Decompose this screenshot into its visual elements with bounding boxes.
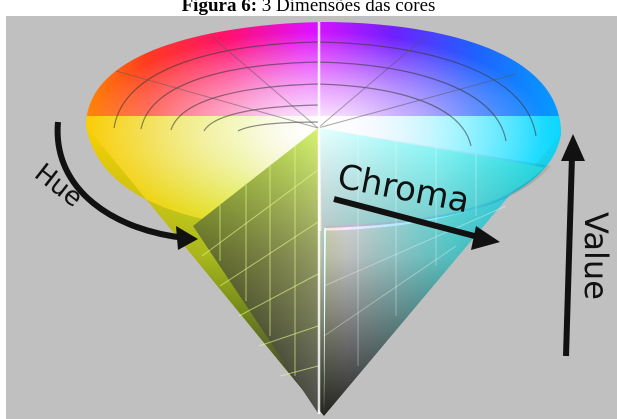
value-label: Value [577, 212, 615, 300]
hue-label: Hue [29, 158, 88, 214]
hsv-cone-diagram: Hue Chroma Value [6, 16, 617, 419]
figure-number: Figura 6: [182, 0, 257, 16]
hsv-cone-figure: Hue Chroma Value [6, 16, 617, 419]
figure-title: 3 Dimensões das cores [262, 0, 436, 16]
